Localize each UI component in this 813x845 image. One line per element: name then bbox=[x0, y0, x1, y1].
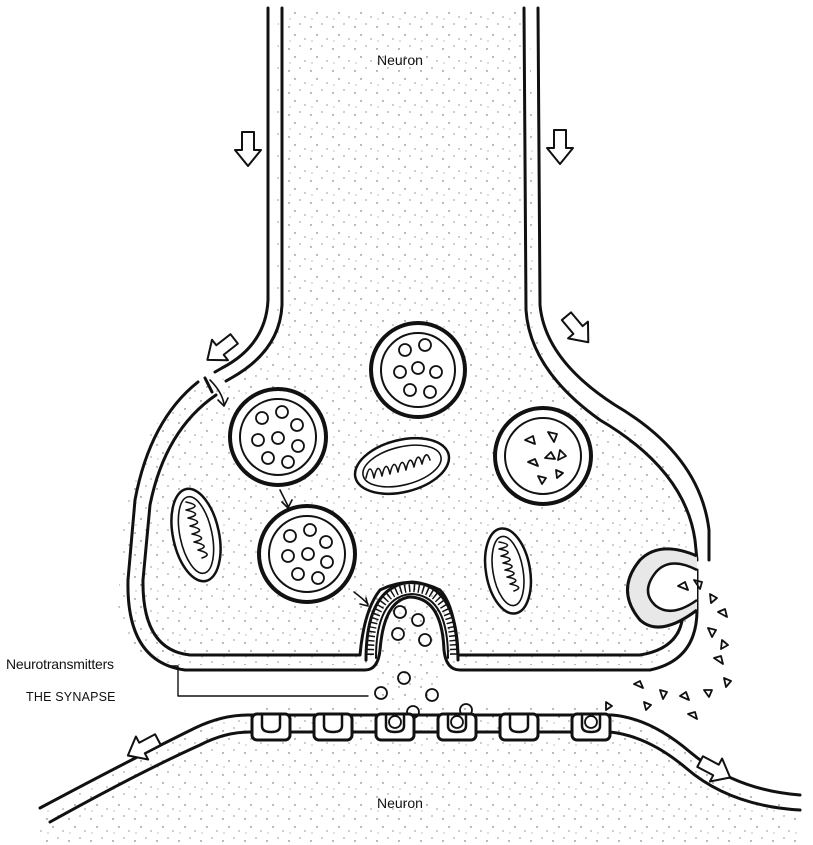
vesicle-left-lower bbox=[259, 506, 355, 602]
vesicle-left-upper bbox=[230, 389, 326, 485]
arrow-down-left bbox=[235, 132, 261, 166]
arrow-down-right bbox=[547, 130, 573, 164]
membrane-left-inner bbox=[226, 8, 282, 381]
arrow-diag-left bbox=[199, 329, 242, 370]
neuron-top-label: Neuron bbox=[377, 52, 423, 68]
neuron-bottom-label: Neuron bbox=[377, 795, 423, 811]
neurotransmitters-label: Neurotransmitters bbox=[6, 656, 114, 672]
postsynaptic-fill bbox=[40, 708, 800, 845]
membrane-left-outer bbox=[215, 8, 268, 372]
arrow-diag-right bbox=[556, 308, 598, 351]
vesicle-right bbox=[495, 408, 591, 504]
synapse-label: THE SYNAPSE bbox=[26, 690, 116, 704]
vesicle-top bbox=[371, 323, 465, 417]
